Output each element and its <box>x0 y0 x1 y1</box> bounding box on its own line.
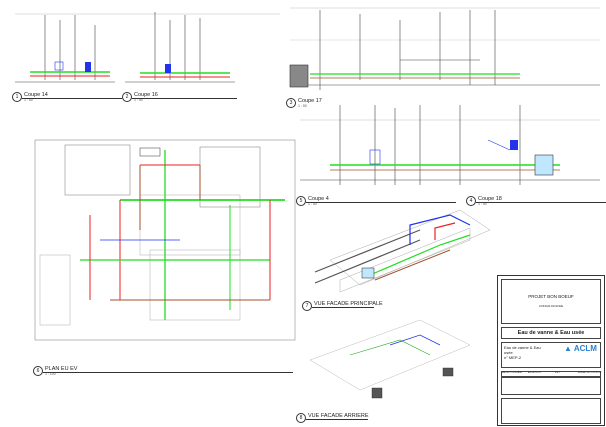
facade-principale-3d <box>314 209 491 293</box>
coupe-17-drawing <box>289 7 600 90</box>
title-block: PROJET BON BOEUF CONGO-DOLISIE Eau de va… <box>497 275 605 426</box>
column-header: MAITRE D'OUVRAGE <box>502 372 522 374</box>
sheet-title: Eau de vanne & Eau usée <box>517 330 585 336</box>
view-label-facade-arriere: 8 VUE FACADE ARRIERE <box>296 413 369 423</box>
column-header: BUREAU DE CONTROLE <box>578 372 602 374</box>
coupe-16-drawing <box>125 12 235 83</box>
column-header: B.E.T. <box>555 372 561 374</box>
sheet-number: n° MEP-2 <box>504 355 522 360</box>
view-label-facade-principale: 7 VUE FACADE PRINCIPALE <box>302 301 383 311</box>
project-name: PROJET BON BOEUF <box>528 294 574 299</box>
facade-arriere-3d <box>309 319 471 399</box>
aclm-logo: ▲ ACLM <box>564 344 597 353</box>
coupe-4-18-drawing <box>300 105 600 185</box>
sheet-desc-2: usée <box>504 350 513 355</box>
plan-drawing <box>34 139 296 341</box>
project-location: CONGO-DOLISIE <box>538 304 564 308</box>
sheet-desc-1: Eau de vanne & Eau <box>504 345 541 350</box>
coupe-14-drawing <box>15 13 280 83</box>
column-header: ARCHITECTE <box>528 372 541 374</box>
